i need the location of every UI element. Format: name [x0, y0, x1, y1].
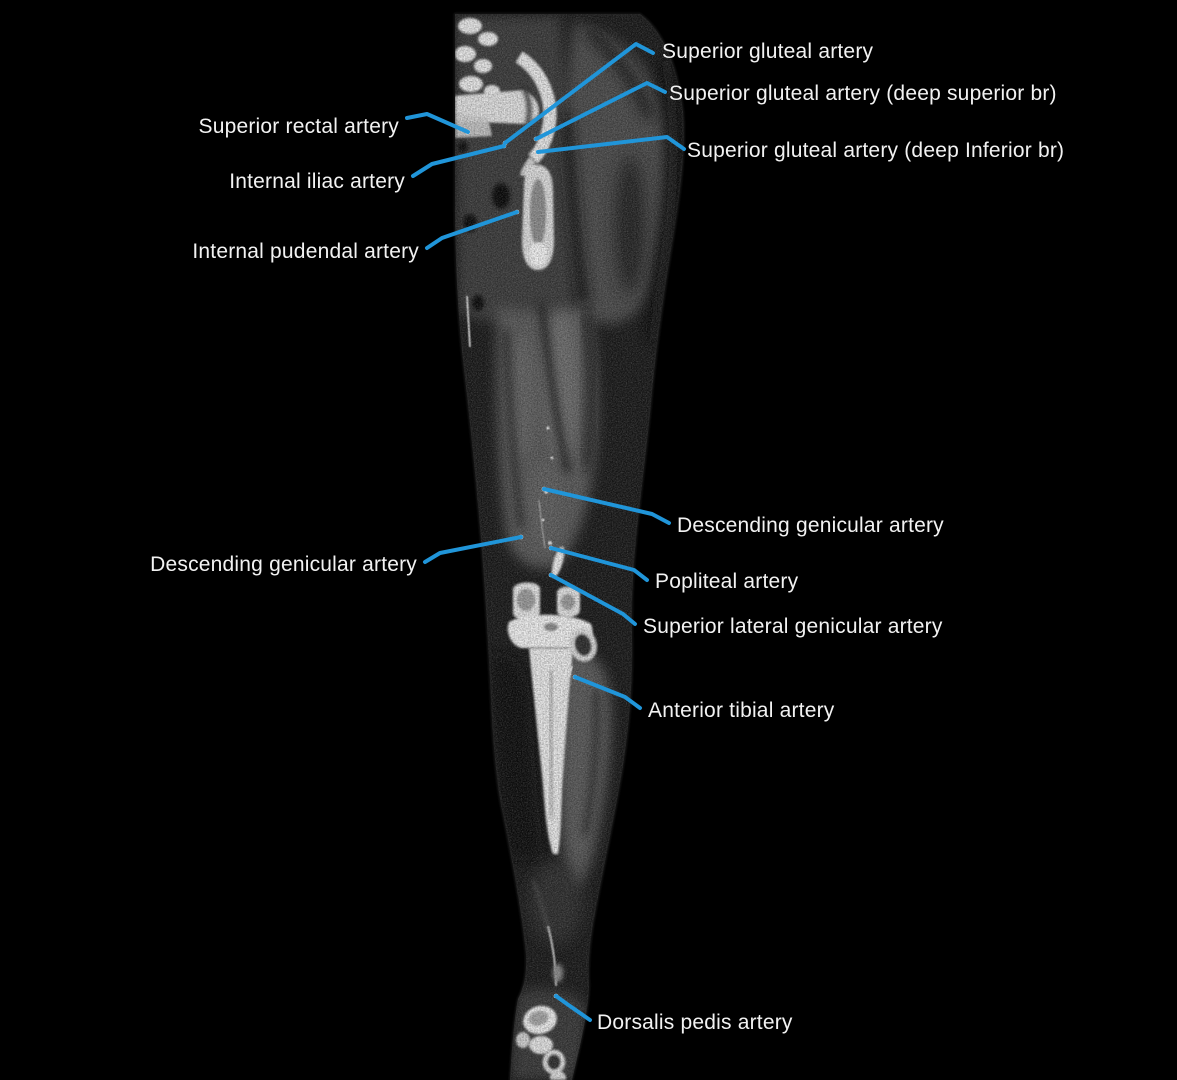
leader-line-dorsalis-pedis-artery [554, 994, 592, 1022]
leader-line-superior-gluteal-artery [503, 42, 655, 145]
leader-line-superior-gluteal-artery-deep-superior-br [534, 81, 667, 141]
leader-line-superior-gluteal-artery-deep-inferior-br [536, 135, 686, 154]
artery-label-anterior-tibial-artery: Anterior tibial artery [648, 698, 835, 722]
leader-line-internal-iliac-artery [411, 144, 506, 178]
leader-lines [405, 42, 686, 1022]
vessel-markers [465, 129, 578, 999]
artery-label-superior-rectal-artery: Superior rectal artery [198, 114, 399, 138]
leader-line-descending-genicular-artery-right [542, 487, 671, 525]
artery-label-descending-genicular-artery-right: Descending genicular artery [677, 513, 944, 537]
artery-label-superior-gluteal-artery: Superior gluteal artery [662, 39, 874, 63]
artery-label-popliteal-artery: Popliteal artery [655, 569, 799, 593]
leader-line-popliteal-artery [549, 546, 649, 582]
artery-label-descending-genicular-artery-left: Descending genicular artery [150, 552, 417, 576]
artery-label-internal-pudendal-artery: Internal pudendal artery [192, 239, 419, 263]
artery-label-superior-lateral-genicular-artery: Superior lateral genicular artery [643, 614, 943, 638]
artery-label-dorsalis-pedis-artery: Dorsalis pedis artery [597, 1010, 793, 1034]
skin-edge-outline [454, 13, 685, 1080]
leader-line-internal-pudendal-artery [425, 210, 519, 250]
artery-label-superior-gluteal-artery-deep-superior-br: Superior gluteal artery (deep superior b… [669, 81, 1057, 105]
leader-line-superior-lateral-genicular-artery [549, 573, 637, 626]
artery-label-superior-gluteal-artery-deep-inferior-br: Superior gluteal artery (deep Inferior b… [687, 138, 1065, 162]
leader-line-superior-rectal-artery [405, 112, 470, 134]
leader-line-anterior-tibial-artery [573, 675, 642, 710]
artery-label-internal-iliac-artery: Internal iliac artery [229, 169, 405, 193]
leader-line-descending-genicular-artery-left [423, 535, 523, 564]
